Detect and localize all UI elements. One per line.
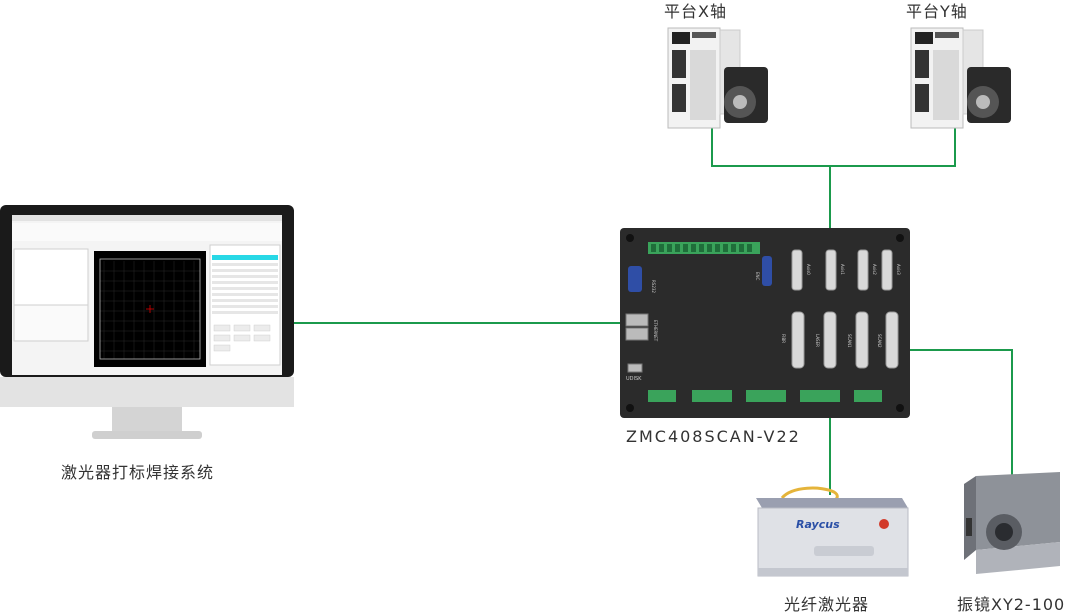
scan1-label: SCAN1 [847,334,852,348]
fiber-laser-device: Raycus [756,486,909,577]
galvo-device [964,472,1060,574]
pc-system-label: 激光器打标焊接系统 [61,463,215,482]
controller-device: RS232 ENC Axis0 Axis1 Axis2 Axis3 ETHERN… [620,228,910,418]
axis1-label: Axis1 [840,264,845,275]
pc-monitor-device [0,205,294,439]
laser-port-label: LASER [815,334,820,347]
fibr-label: FIBR [781,334,786,343]
servo-y-device [910,27,1011,129]
controller-label: ZMC408SCAN-V22 [626,427,801,446]
fiber-laser-label: 光纤激光器 [784,595,870,614]
servo-x-device [667,27,768,129]
galvo-label: 振镜XY2-100 [957,595,1066,614]
udisk-label: UDISK [626,376,642,382]
ethernet-label: ETHERNET [653,320,658,342]
laser-brand-logo: Raycus [796,518,840,531]
axis0-label: Axis0 [806,264,811,275]
axis-x-label: 平台X轴 [664,2,727,21]
scan2-label: SCAN2 [877,334,882,348]
enc-label: ENC [755,272,760,281]
axis3-label: Axis3 [896,264,901,275]
rs232-label: RS232 [651,280,656,293]
axis-y-label: 平台Y轴 [906,2,968,21]
axis2-label: Axis2 [872,264,877,275]
